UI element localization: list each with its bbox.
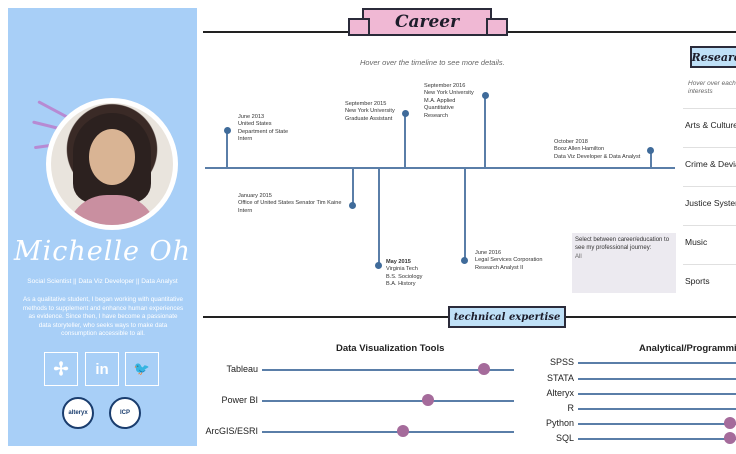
skill-track xyxy=(262,369,514,371)
skill-track xyxy=(578,423,736,425)
timeline-stem xyxy=(226,130,228,168)
skill-label: STATA xyxy=(547,373,574,383)
skill-label: Tableau xyxy=(226,364,258,374)
skill-track xyxy=(578,378,736,380)
skill-track xyxy=(578,362,736,364)
research-item[interactable]: Music xyxy=(683,225,736,257)
ribbon-tail xyxy=(486,18,508,36)
skill-knob-powerbi[interactable] xyxy=(422,394,435,406)
prog-tools-title: Analytical/Programming xyxy=(639,343,736,354)
timeline-axis[interactable] xyxy=(205,167,675,169)
career-ribbon: Career xyxy=(362,8,492,36)
skill-label: ArcGIS/ESRI xyxy=(205,426,258,436)
timeline-stem xyxy=(404,112,406,168)
selector-value[interactable]: All xyxy=(575,254,582,260)
skill-label: Python xyxy=(545,418,574,428)
timeline-point[interactable] xyxy=(375,262,382,269)
timeline-stem xyxy=(484,95,486,168)
profile-bio: As a qualitative student, I began workin… xyxy=(22,296,184,338)
timeline-point[interactable] xyxy=(224,127,231,134)
timeline-point[interactable] xyxy=(482,92,489,99)
skill-label: R xyxy=(567,403,575,413)
timeline-point[interactable] xyxy=(349,202,356,209)
timeline-stem xyxy=(352,168,354,204)
avatar xyxy=(51,103,173,225)
timeline-point[interactable] xyxy=(402,110,409,117)
career-hint: Hover over the timeline to see more deta… xyxy=(360,58,505,67)
technical-ribbon: technical expertise xyxy=(448,306,566,328)
skill-knob-tableau[interactable] xyxy=(477,363,490,375)
research-hint: Hover over each interests xyxy=(688,80,736,95)
profile-name: Michelle Oh xyxy=(13,236,192,267)
skill-label: SPSS xyxy=(549,357,574,367)
skill-track xyxy=(262,400,514,402)
skill-track xyxy=(578,408,736,410)
skill-label: SQL xyxy=(555,433,574,443)
skill-track xyxy=(578,393,736,395)
ribbon-tail xyxy=(348,18,370,36)
linkedin-icon[interactable]: in xyxy=(85,352,119,386)
timeline-stem xyxy=(650,151,652,168)
skill-knob-sql[interactable] xyxy=(724,432,736,444)
timeline-stem xyxy=(378,168,380,264)
skill-knob-python[interactable] xyxy=(724,417,736,429)
twitter-icon[interactable]: 🐦 xyxy=(125,352,159,386)
avatar-frame xyxy=(46,98,178,230)
career-education-selector[interactable]: Select between career/education to see m… xyxy=(572,233,676,293)
viz-tools-title: Data Visualization Tools xyxy=(336,343,445,354)
skill-label: Power BI xyxy=(221,395,258,405)
alteryx-badge-icon[interactable]: alteryx xyxy=(62,397,94,429)
profile-sidebar: Michelle Oh Social Scientist || Data Viz… xyxy=(8,8,197,446)
timeline-point[interactable] xyxy=(647,147,654,154)
skill-track xyxy=(262,431,514,433)
research-item[interactable]: Arts & Culture xyxy=(683,108,736,140)
icp-badge-icon[interactable]: ICP xyxy=(109,397,141,429)
timeline-point[interactable] xyxy=(461,257,468,264)
research-item[interactable]: Justice System xyxy=(683,186,736,218)
research-item[interactable]: Sports xyxy=(683,264,736,296)
skill-knob-arcgis[interactable] xyxy=(397,425,410,437)
skill-label: Alteryx xyxy=(546,388,574,398)
research-ribbon: Research xyxy=(690,46,736,68)
research-item[interactable]: Crime & Deviance xyxy=(683,147,736,179)
tableau-icon[interactable]: ✢ xyxy=(44,352,78,386)
decorative-spark xyxy=(37,100,69,119)
timeline-stem xyxy=(464,168,466,260)
skill-track xyxy=(578,438,736,440)
profile-roles: Social Scientist || Data Viz Developer |… xyxy=(27,278,178,285)
